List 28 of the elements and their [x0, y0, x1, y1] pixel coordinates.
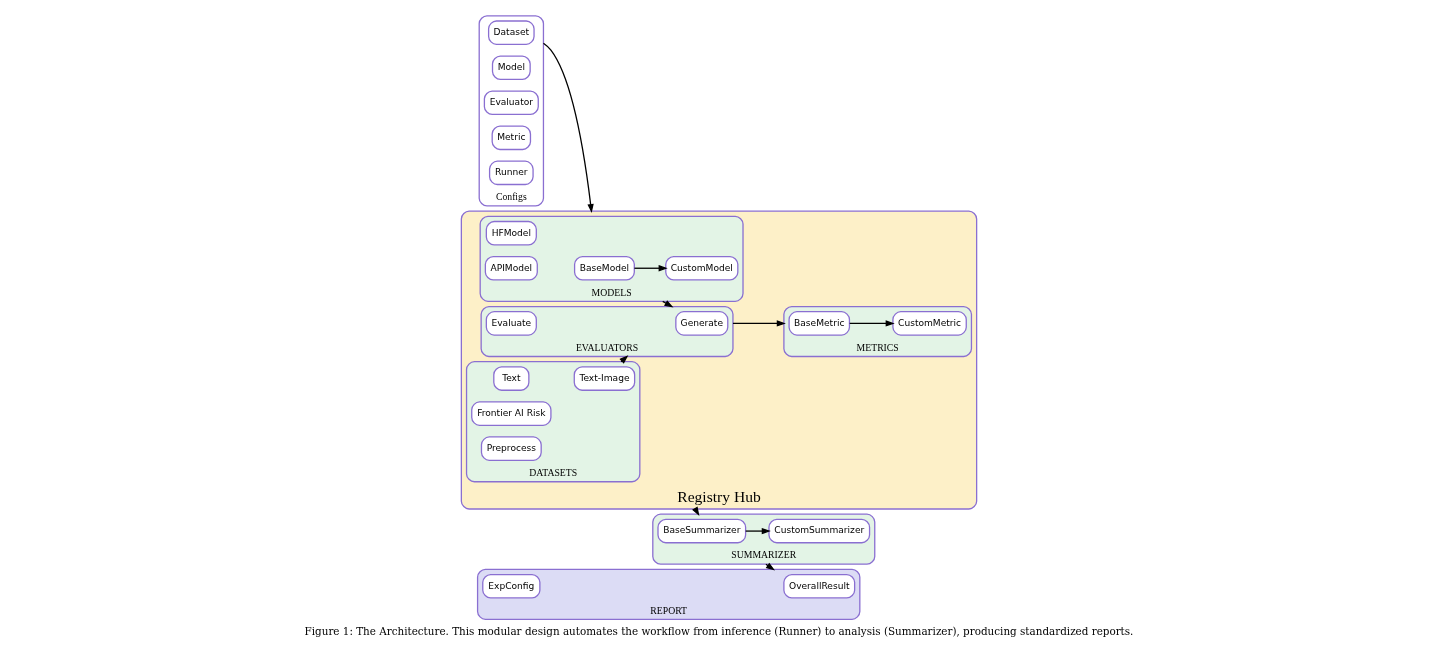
- node-box: Frontier AI Risk: [470, 401, 552, 426]
- node-box: BaseSummarizer: [656, 518, 746, 544]
- node-box: BaseMetric: [787, 311, 850, 336]
- node-box: Text-Image: [573, 366, 635, 391]
- node-box: Generate: [674, 311, 728, 336]
- node-box: APIModel: [484, 255, 538, 281]
- node-box: OverallResult: [782, 573, 855, 599]
- node-box: Preprocess: [480, 436, 542, 461]
- node-box: ExpConfig: [481, 573, 541, 599]
- node-box: BaseModel: [573, 255, 635, 281]
- caption: Figure 1: The Architecture. This modular design automates the workflow from inference (Runner) to analysis (Summarizer), producing standardized reports.: [304, 625, 1133, 638]
- node-box: Evaluate: [485, 311, 537, 336]
- arrow: [633, 265, 668, 272]
- arrow: [542, 42, 594, 214]
- node-box: HFModel: [485, 220, 537, 246]
- node-box: Text: [492, 366, 529, 391]
- node-box: CustomModel: [664, 255, 738, 281]
- node-box: Dataset: [487, 20, 535, 45]
- node-box: Evaluator: [483, 90, 539, 116]
- node-box: CustomSummarizer: [767, 518, 870, 544]
- node-box: Runner: [488, 160, 534, 186]
- arrow: [731, 320, 786, 327]
- node-box: Metric: [491, 125, 531, 151]
- node-box: CustomMetric: [891, 311, 967, 336]
- node-box: Model: [491, 55, 531, 81]
- arrow: [744, 527, 771, 535]
- arrow: [848, 320, 895, 327]
- arrow: [619, 355, 628, 364]
